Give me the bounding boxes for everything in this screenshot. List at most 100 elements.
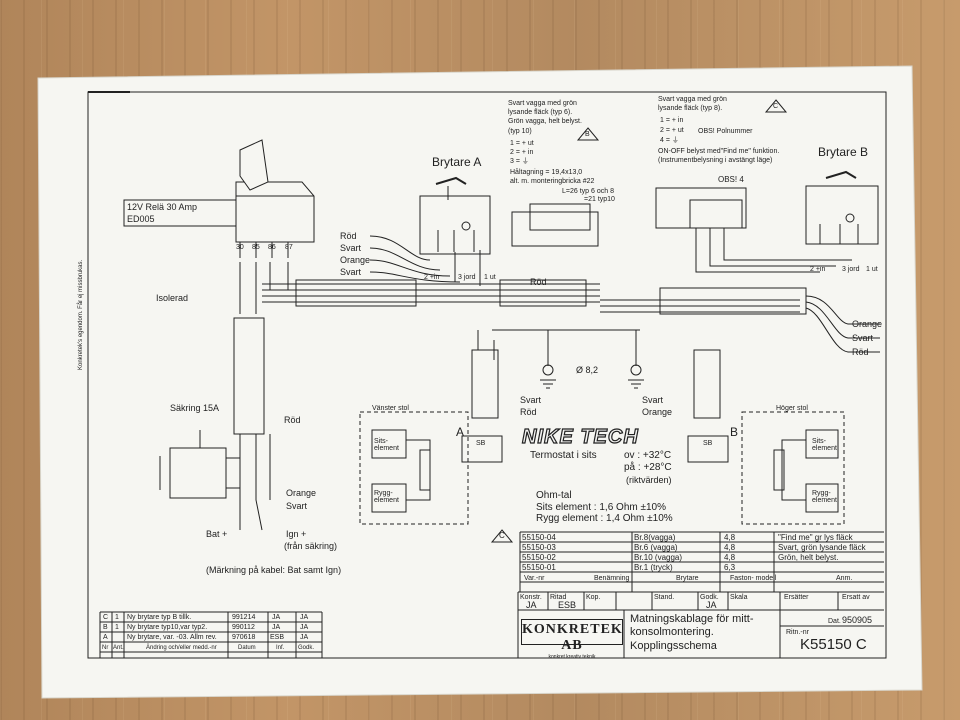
switch-b-title: Brytare B xyxy=(818,145,869,159)
note-b-line: lysande fläck (typ 8). xyxy=(658,105,723,112)
rev-header: Ändring och/eller medd.-nr xyxy=(146,645,217,651)
ohm-rygg: Rygg element : 1,4 Ohm ±10% xyxy=(536,513,673,524)
note-a-line: Grön vagga, helt belyst. xyxy=(508,118,582,125)
dat-label: Dat. xyxy=(828,618,841,625)
rev-header: Ant. xyxy=(113,645,124,651)
rev-cell: 1 xyxy=(115,624,119,631)
konstr-value: JA xyxy=(526,600,537,610)
switch-a-pin-ut: 1 ut xyxy=(484,274,496,281)
note-b-line: Svart vagga med grön xyxy=(658,96,727,103)
parts-header: Anm. xyxy=(836,575,853,582)
parts-cell: 4,8 xyxy=(724,533,736,542)
fuse-label: Säkring 15A xyxy=(170,403,220,413)
rev-cell: JA xyxy=(300,614,309,621)
note-a-line: 3 = ⏚ xyxy=(510,158,529,165)
rev-header: Nr xyxy=(102,645,109,651)
termostat-label: Termostat i sits xyxy=(530,450,597,461)
note-a-l21: =21 typ10 xyxy=(584,196,615,203)
title-head: Stand. xyxy=(654,594,675,601)
revision-tag-b: B xyxy=(585,131,590,138)
parts-cell: Br.1 (tryck) xyxy=(634,563,673,572)
parts-cell: Grön, helt belyst. xyxy=(778,553,839,562)
title-head: Ersatt av xyxy=(842,594,870,601)
relay-label: 12V Relä 30 Amp xyxy=(127,202,198,212)
rev-cell: JA xyxy=(272,624,281,631)
rev-header: Inf. xyxy=(276,645,285,651)
note-a-line: lysande fläck (typ 6). xyxy=(508,109,573,116)
termostat-note: (riktvärden) xyxy=(626,475,672,485)
title-head: Ritad xyxy=(550,594,567,601)
fuse-holder xyxy=(169,447,227,499)
parts-cell: 55150-01 xyxy=(522,563,556,572)
ground-size: Ø 8,2 xyxy=(576,365,599,375)
rev-cell: ESB xyxy=(270,634,285,641)
wire-right-orange: Orange xyxy=(852,319,883,329)
rev-cell: 970618 xyxy=(232,634,256,641)
rev-header: Datum xyxy=(238,645,256,651)
desc-line-1: Matningskablage för mitt- xyxy=(630,613,754,625)
seat-left-letter: A xyxy=(456,425,465,439)
rev-header: Godk. xyxy=(298,645,315,651)
seat-right-sb: SB xyxy=(703,440,713,447)
ritn-label: Ritn.-nr xyxy=(786,629,809,636)
seat-right-title: Höger stol xyxy=(776,405,808,412)
relay-code: ED005 xyxy=(127,214,155,224)
rev-cell: Ny brytare, var. -03. Allm rev. xyxy=(127,634,217,641)
ign-sub: (från säkring) xyxy=(284,541,338,551)
ohm-title: Ohm-tal xyxy=(536,490,572,501)
parts-list-table xyxy=(519,531,884,592)
note-b-line: 1 = + in xyxy=(660,117,684,124)
lead-right-svart: Svart xyxy=(642,395,664,405)
title-head: Kop. xyxy=(586,594,601,601)
parts-header: Brytare xyxy=(676,575,699,582)
parts-tag: C xyxy=(499,531,505,540)
note-a-line: Svart vagga med grön xyxy=(508,100,577,107)
company-logo: KONKRETEK AB konkret kreativ teknik xyxy=(521,619,623,660)
revision-tag-c: C xyxy=(773,103,779,110)
company-tagline: konkret kreativ teknik xyxy=(548,654,596,660)
switch-a-pin-in: 2 +in xyxy=(424,274,440,281)
note-a-l26: L=26 typ 6 och 8 xyxy=(562,188,614,195)
note-a-line: alt. m. monteringbricka #22 xyxy=(510,178,595,185)
parts-cell: 6,3 xyxy=(724,563,736,572)
note-b-line: ON-OFF belyst med"Find me" funktion. xyxy=(658,148,780,155)
rev-cell: 1 xyxy=(115,614,119,621)
note-a-line: (typ 10) xyxy=(508,128,532,135)
lead-left-rod: Röd xyxy=(520,407,537,417)
lead-right-orange: Orange xyxy=(642,407,673,417)
rev-cell: A xyxy=(103,634,108,641)
switch-b-pin-in: 2 +in xyxy=(810,266,826,273)
seat-right-sits: Sits- element xyxy=(812,438,837,452)
note-a-line: 1 = + ut xyxy=(510,140,534,147)
relay-pin-87: 87 xyxy=(285,244,293,251)
rev-cell: Ny brytare typ B tillk. xyxy=(127,614,192,621)
wire-label-orange: Orange xyxy=(340,255,371,265)
fuse-rod: Röd xyxy=(284,415,301,425)
seat-right-letter: B xyxy=(730,425,739,439)
title-head: Skala xyxy=(730,594,748,601)
title-block xyxy=(517,591,884,658)
wire-label-rod-mid: Röd xyxy=(530,277,547,287)
rev-cell: B xyxy=(103,624,108,631)
seat-right-rygg: Rygg- element xyxy=(812,490,837,504)
rev-cell: JA xyxy=(272,614,281,621)
wire-orange-low: Orange xyxy=(286,488,317,498)
parts-cell: 55150-02 xyxy=(522,553,556,562)
seat-left-sits: Sits- element xyxy=(374,438,399,452)
relay-pin-30: 30 xyxy=(236,244,244,251)
paper-sheet xyxy=(37,65,923,699)
wire-svart-low: Svart xyxy=(286,501,308,511)
termostat-pa: på : +28°C xyxy=(624,462,672,473)
rev-cell: Ny brytare typ10,var typ2. xyxy=(127,624,208,631)
switch-b-pin-ut: 1 ut xyxy=(866,266,878,273)
desc-line-3: Kopplingsschema xyxy=(630,640,717,652)
rev-cell: 990112 xyxy=(232,624,255,631)
switch-b-box xyxy=(805,185,879,245)
dat-value: 950905 xyxy=(842,615,873,625)
ign-label: Ign + xyxy=(286,529,307,539)
rev-cell: JA xyxy=(300,624,309,631)
parts-cell: Svart, grön lysande fläck xyxy=(778,543,866,552)
parts-cell: Br.10 (vagga) xyxy=(634,553,683,562)
title-head: Godk. xyxy=(700,594,719,601)
